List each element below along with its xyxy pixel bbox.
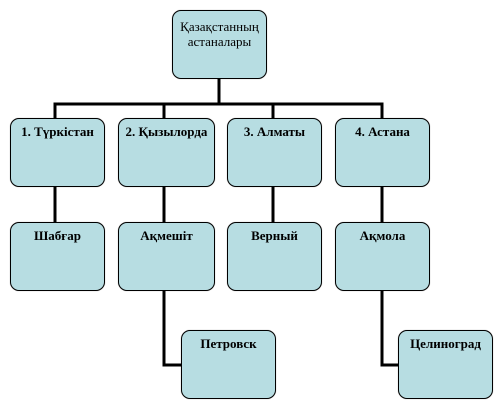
root-title-line-2: астаналары [187, 34, 252, 49]
capital-node-kyzylorda: 2. Қызылорда [118, 118, 215, 187]
former-label-akmola: Ақмола [359, 228, 406, 243]
later-node-petrovsk: Петровск [181, 330, 276, 399]
root-title-line-1: Қазақстанның [180, 19, 259, 34]
connector-akmola-to-tselinograd [380, 289, 400, 367]
capital-label-astana: 4. Астана [355, 124, 410, 139]
capital-label-turkistan: 1. Түркістан [21, 124, 94, 139]
former-node-akmeshit: Ақмешіт [118, 222, 215, 291]
later-node-tselinograd: Целиноград [398, 330, 493, 399]
former-node-shabgar: Шабғар [10, 222, 105, 291]
capital-node-almaty: 3. Алматы [227, 118, 322, 187]
capital-node-astana: 4. Астана [335, 118, 430, 187]
connector-akmeshit-to-petrovsk [162, 289, 183, 367]
former-label-shabgar: Шабғар [34, 228, 81, 243]
later-label-petrovsk: Петровск [200, 336, 257, 351]
former-label-verny: Верный [251, 228, 298, 243]
former-node-verny: Верный [227, 222, 322, 291]
capital-label-kyzylorda: 2. Қызылорда [125, 124, 208, 139]
root-node: Қазақстанның астаналары [172, 10, 267, 79]
former-node-akmola: Ақмола [335, 222, 430, 291]
capital-label-almaty: 3. Алматы [243, 124, 306, 139]
later-label-tselinograd: Целиноград [410, 336, 481, 351]
former-label-akmeshit: Ақмешіт [140, 228, 193, 243]
capital-node-turkistan: 1. Түркістан [10, 118, 105, 187]
